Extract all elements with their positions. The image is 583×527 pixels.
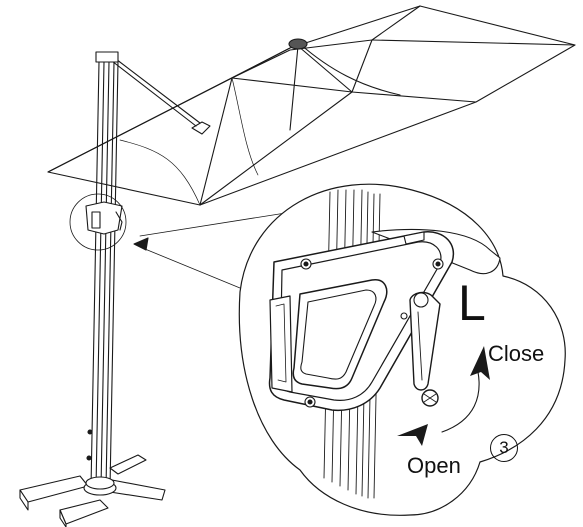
detail-callout-small (69, 193, 127, 251)
close-arrow-icon (470, 346, 490, 380)
umbrella-canopy (47, 5, 576, 206)
canopy-finial (288, 38, 308, 50)
step-number-badge: 3 (490, 434, 518, 462)
support-arm (107, 55, 201, 127)
cross-base (19, 454, 166, 527)
crank-lever[interactable] (409, 291, 441, 407)
open-arrow-icon (397, 424, 428, 446)
open-label: Open (407, 453, 461, 478)
callout-line-upper (139, 211, 293, 237)
callout-arrow-icon (133, 237, 149, 251)
umbrella-pole (86, 51, 119, 489)
lock-label-l: L (458, 275, 486, 331)
close-label: Close (488, 341, 545, 366)
crank-housing (268, 231, 455, 412)
callout-line-lower (144, 248, 241, 289)
crank-handle-small (85, 201, 123, 235)
close-direction-arc (441, 371, 480, 433)
